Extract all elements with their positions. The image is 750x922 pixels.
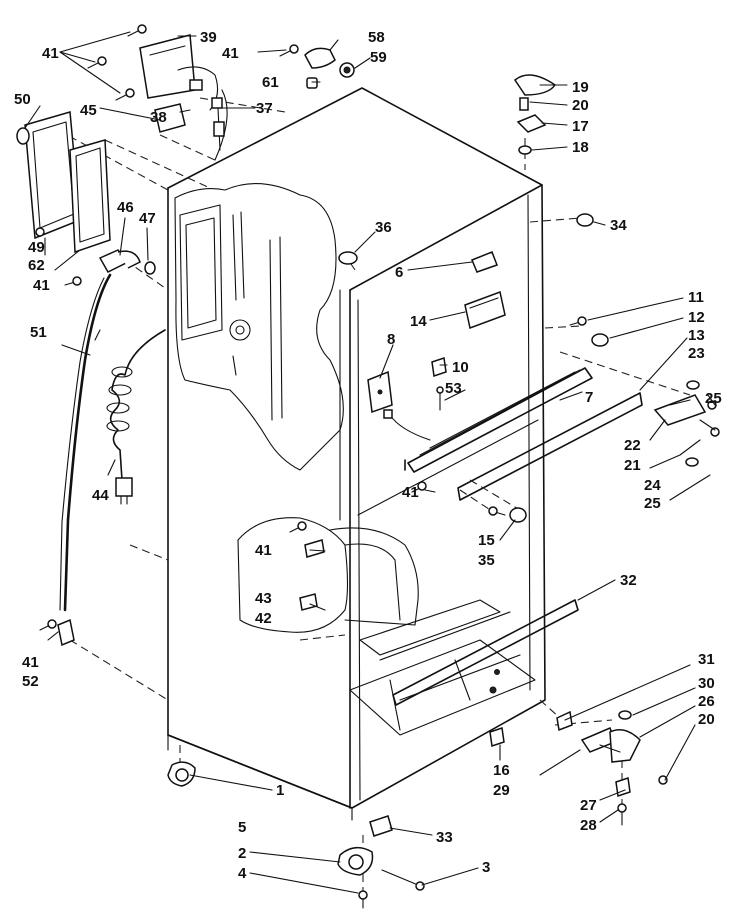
label-28: 28	[580, 817, 597, 834]
label-44: 44	[92, 487, 109, 504]
lower-hinge-assembly	[556, 710, 668, 826]
label-4: 4	[238, 865, 247, 882]
label-47: 47	[139, 210, 156, 227]
screw-41-lower	[39, 481, 427, 631]
label-43: 43	[255, 590, 272, 607]
label-21: 21	[624, 457, 641, 474]
leveling-legs	[167, 727, 505, 909]
label-37: 37	[256, 100, 273, 117]
label-41-cutaway: 41	[255, 542, 272, 559]
label-19: 19	[572, 79, 589, 96]
label-59: 59	[370, 49, 387, 66]
label-51: 51	[30, 324, 47, 341]
label-38: 38	[150, 109, 167, 126]
label-45: 45	[80, 102, 97, 119]
label-33: 33	[436, 829, 453, 846]
screw-41-top-a	[87, 24, 299, 101]
label-12: 12	[688, 309, 705, 326]
label-62: 62	[28, 257, 45, 274]
label-26: 26	[698, 693, 715, 710]
label-3: 3	[482, 859, 490, 876]
label-32: 32	[620, 572, 637, 589]
bracket-6-14	[464, 251, 506, 330]
water-valve-assembly	[57, 249, 156, 647]
label-16: 16	[493, 762, 510, 779]
label-8: 8	[387, 331, 395, 348]
part-labels: 39 41 58 59 61 37 38 41 50 45 46 47 49 6…	[14, 29, 722, 882]
label-41-mid: 41	[402, 484, 419, 501]
center-hinge-assembly	[653, 380, 720, 467]
clips-42-43	[299, 539, 325, 611]
alignment-lines	[57, 97, 691, 895]
label-36: 36	[375, 219, 392, 236]
label-35: 35	[478, 552, 495, 569]
label-58: 58	[368, 29, 385, 46]
label-42: 42	[255, 610, 272, 627]
light-shield-frame	[16, 111, 111, 254]
hinge-plug-34	[576, 213, 594, 227]
label-34: 34	[610, 217, 627, 234]
label-23: 23	[688, 345, 705, 362]
label-39: 39	[200, 29, 217, 46]
label-20-bottom: 20	[698, 711, 715, 728]
control-housing	[139, 34, 228, 161]
label-27: 27	[580, 797, 597, 814]
label-22: 22	[624, 437, 641, 454]
clip-10-53	[431, 357, 447, 411]
light-bulb-socket	[304, 47, 355, 89]
label-41-valve: 41	[33, 277, 50, 294]
label-15: 15	[478, 532, 495, 549]
label-14: 14	[410, 313, 427, 330]
label-7: 7	[585, 389, 593, 406]
plug-36	[338, 251, 358, 265]
label-30: 30	[698, 675, 715, 692]
label-24: 24	[644, 477, 661, 494]
label-53: 53	[445, 380, 462, 397]
label-25-upper: 25	[705, 390, 722, 407]
thermostat-bracket	[154, 103, 186, 133]
wire-harness	[383, 409, 431, 441]
label-leaders	[24, 31, 716, 894]
label-11: 11	[688, 289, 704, 306]
power-cord	[106, 329, 166, 505]
label-41-bottom-left: 41	[22, 654, 39, 671]
label-41-top: 41	[222, 45, 239, 62]
label-41-left: 41	[42, 45, 59, 62]
label-6: 6	[395, 264, 403, 281]
label-17: 17	[572, 118, 589, 135]
screws-11-12-15-35	[488, 316, 609, 523]
label-29: 29	[493, 782, 510, 799]
hinge-top	[513, 74, 557, 155]
label-50: 50	[14, 91, 31, 108]
label-20-top: 20	[572, 97, 589, 114]
label-2: 2	[238, 845, 246, 862]
label-31: 31	[698, 651, 715, 668]
label-46: 46	[117, 199, 134, 216]
label-18: 18	[572, 139, 589, 156]
label-25-lower: 25	[644, 495, 661, 512]
label-52: 52	[22, 673, 39, 690]
label-5: 5	[238, 819, 246, 836]
label-13: 13	[688, 327, 705, 344]
label-61: 61	[262, 74, 279, 91]
label-10: 10	[452, 359, 469, 376]
label-49: 49	[28, 239, 45, 256]
label-1: 1	[276, 782, 284, 799]
cabinet-body	[167, 87, 643, 821]
